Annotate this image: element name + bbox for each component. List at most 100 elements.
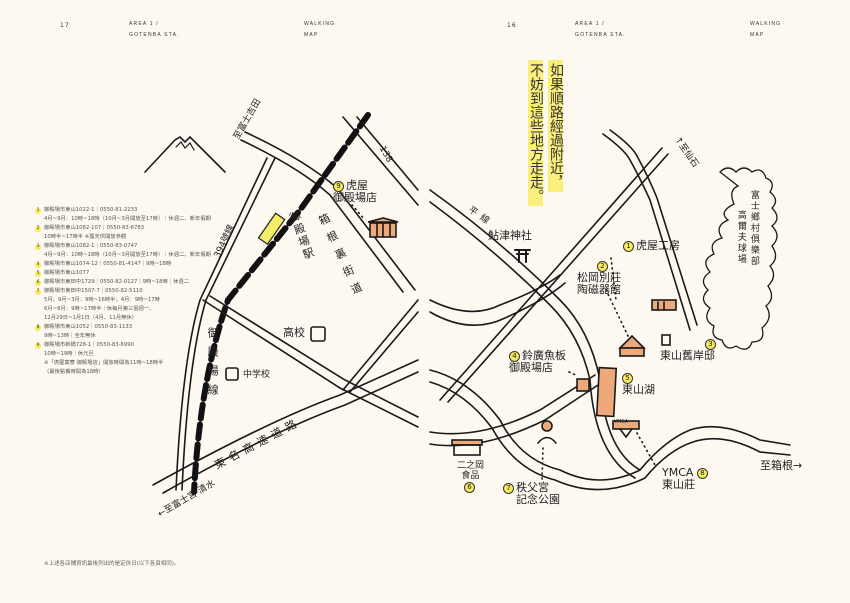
junior-high-building	[225, 367, 239, 381]
shop-info-text: 御殿場市東山1074-12｜0550-81-4147｜9時~18時	[44, 261, 172, 267]
shop-info-text: 御殿場市新橋728-1｜0550-83-6990	[44, 342, 134, 348]
shop-info-text: 4月~9月：10時~18時（10月~3月開放至17時）｜休週二、新年假期	[44, 216, 211, 222]
shop-info-text: 御殿場市東山1052｜0550-83-1133	[44, 324, 133, 330]
area-subtitle: GOTENBA STA.	[129, 32, 180, 38]
spot-number-marker: 3	[705, 338, 716, 350]
headline-line-2: 不妨到這些地方走走。	[528, 60, 544, 206]
area-title: AREA 1 /	[575, 21, 605, 27]
area-subtitle: GOTENBA STA.	[575, 32, 626, 38]
spot-name: 陶磁器館	[577, 283, 621, 297]
area-label-right: AREA 1 / GOTENBA STA.	[575, 19, 626, 41]
dotted-leaders	[351, 204, 656, 481]
higashiyama-house-building	[661, 334, 671, 346]
shop-info-text: 4月~9月：10時~18時（10月~3月開放至17時）｜休週二、新年假期	[44, 252, 211, 258]
torii-icon	[514, 249, 531, 263]
label-junior-high: 中学校	[243, 370, 271, 380]
spot-number-marker: 5	[622, 372, 633, 384]
spot-number-marker: 2	[35, 226, 41, 232]
ymca-sign-icon	[612, 420, 640, 439]
spot-number-marker: 3	[35, 244, 41, 250]
spot-number-marker: 6	[464, 481, 475, 493]
shop-info-text: 御殿場市東田中1507-7｜0550-82-5110	[44, 288, 143, 294]
spot-name: 虎屋工房	[636, 239, 680, 252]
spot-number-marker: 8	[35, 325, 41, 331]
shop-info-text: 10時~19時｜休元旦	[44, 351, 94, 357]
spot-number-marker: 7	[503, 482, 514, 494]
shop-info-text: 6月~8月：9時~17時半｜休每月第三個週一、	[44, 306, 155, 312]
footnote: ※上述各店鋪資訊最後列出的是定休日(以下各頁相同)。	[44, 561, 180, 567]
shop-info-text: ※「虎屋菓寮 御殿場店」開放時間為11時~18時半	[44, 360, 164, 366]
spot-number-marker: 8	[696, 467, 708, 479]
section-subtitle: MAP	[304, 32, 319, 38]
spot-number-marker: 2	[597, 260, 608, 272]
shop-info-detail: （最後點餐時間為18時）	[35, 368, 235, 377]
spot-number-marker: 7	[35, 289, 41, 295]
label-gotemba-line: 御殿場線	[206, 327, 220, 403]
label-high-school: 高校	[283, 326, 305, 339]
spot-number-marker: 4	[509, 350, 520, 362]
spot-name: YMCA	[662, 466, 694, 479]
shop-info-detail: 4月~9月：10時~18時（10月~3月開放至17時）｜休週二、新年假期	[35, 251, 235, 260]
shop-info-detail: 4月~9月：10時~18時（10月~3月開放至17時）｜休週二、新年假期	[35, 215, 235, 224]
ymca-sign-text: YMCA	[614, 419, 629, 425]
spot-number-marker: 9	[35, 343, 41, 349]
spot-number-marker: 6	[35, 280, 41, 286]
spot-name: 東山湖	[622, 383, 655, 397]
shop-info-detail: 9時~13時｜全年無休	[35, 332, 235, 341]
matsuoka-villa-building	[618, 334, 646, 357]
page-number-right: 16	[507, 22, 517, 29]
page-number-left: 17	[60, 22, 70, 29]
road-right-north	[439, 129, 698, 403]
shop-info-text: 御殿場市東山1022-1｜0550-81-2233	[44, 207, 138, 213]
toraya-gotemba-building	[367, 217, 399, 238]
spot-name: 御殿場店	[509, 361, 553, 375]
area-title: AREA 1 /	[129, 21, 159, 27]
area-label-left: AREA 1 / GOTENBA STA.	[129, 19, 180, 41]
spot-name: 御殿場店	[333, 191, 377, 205]
shop-info-detail: 5月、9月~3月：9時~16時半；4月：9時~17時	[35, 296, 235, 305]
shop-info-text: 10時半~17時半 ※露天供開放參觀	[44, 234, 127, 240]
shop-info-detail: 10時~19時｜休元旦	[35, 350, 235, 359]
label-golf-course: 高爾夫球場	[735, 210, 746, 265]
spot-number-marker: 9	[333, 180, 344, 192]
spot-name: 虎屋	[346, 179, 368, 192]
spot-name: 二之岡	[457, 461, 485, 471]
headline-line-1: 如果順路經過附近，	[548, 60, 564, 192]
section-title: WALKING	[304, 21, 336, 27]
spot-name: 食品	[461, 470, 480, 481]
spot-number-marker: 1	[35, 208, 41, 214]
shop-info-text: 5月、9月~3月：9時~16時半；4月：9時~17時	[44, 297, 160, 303]
shop-info-detail: 12月29日~1月1日（4月、11月無休）	[35, 314, 235, 323]
label-golf-club: 富士鄉村俱樂部	[748, 190, 759, 267]
road-hakone-ura	[202, 295, 419, 428]
shop-info-text: 9時~13時｜全年無休	[44, 333, 96, 339]
road-right-west	[429, 189, 641, 479]
gotemba-station	[257, 212, 286, 245]
shop-info-text: （最後點餐時間為18時）	[44, 369, 104, 375]
section-title: WALKING	[750, 21, 782, 27]
spot-number-marker: 4	[35, 262, 41, 268]
spot-name: 記念公園	[516, 493, 560, 507]
spot-name: 松岡別莊	[577, 271, 621, 285]
high-school-building	[310, 326, 326, 342]
toraya-kobo-building	[651, 299, 677, 311]
shop-info-text: 御殿場市東山1082-1｜0550-83-0747	[44, 243, 138, 249]
